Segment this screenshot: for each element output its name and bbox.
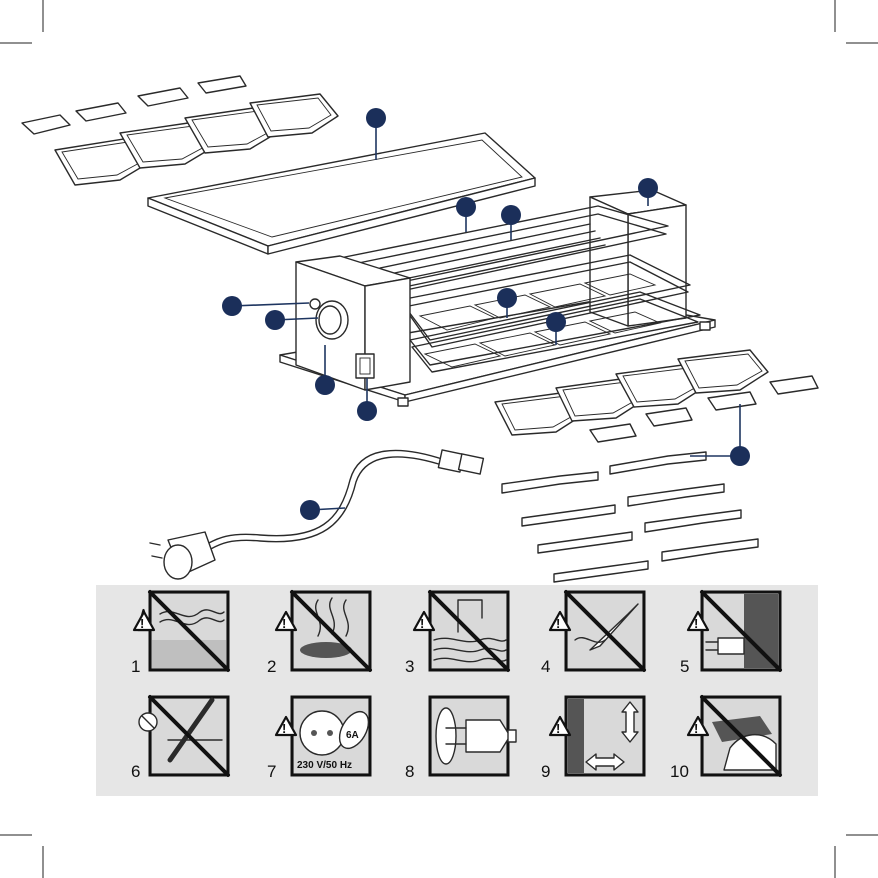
spatula-3 (522, 505, 615, 526)
safety-number: 9 (541, 762, 550, 781)
safety-number: 10 (670, 762, 689, 781)
spatula-6 (645, 510, 741, 532)
spatula-8 (662, 539, 758, 561)
callout-dot (501, 205, 521, 225)
svg-text:!: ! (420, 616, 424, 631)
svg-text:!: ! (282, 721, 286, 736)
callout-dot (357, 401, 377, 421)
safety-number: 3 (405, 657, 414, 676)
safety-number: 5 (680, 657, 689, 676)
callout-dot (497, 288, 517, 308)
callout-dot (265, 310, 285, 330)
raclette-pans-left (22, 76, 338, 185)
safety-number: 4 (541, 657, 550, 676)
callout-dot (456, 197, 476, 217)
safety-number: 1 (131, 657, 140, 676)
safety-number: 8 (405, 762, 414, 781)
svg-text:!: ! (282, 616, 286, 631)
callout-dot (730, 446, 750, 466)
svg-text:!: ! (556, 721, 560, 736)
spatula-7 (554, 561, 648, 582)
svg-text:!: ! (556, 616, 560, 631)
wooden-spatulas (502, 452, 758, 582)
callout-dot (315, 375, 335, 395)
svg-text:!: ! (140, 616, 144, 631)
safety-number: 2 (267, 657, 276, 676)
svg-text:!: ! (694, 721, 698, 736)
fuse-label: 6A (346, 730, 359, 741)
callout-dot (222, 296, 242, 316)
spatula-1 (502, 472, 598, 493)
callout-dot (366, 108, 386, 128)
spatula-5 (538, 532, 632, 553)
svg-text:!: ! (694, 616, 698, 631)
voltage-label: 230 V/50 Hz (297, 760, 352, 771)
safety-number: 6 (131, 762, 140, 781)
spatula-4 (628, 484, 724, 506)
callout-dot (546, 312, 566, 332)
safety-number: 7 (267, 762, 276, 781)
callout-dot (638, 178, 658, 198)
callout-dot (300, 500, 320, 520)
